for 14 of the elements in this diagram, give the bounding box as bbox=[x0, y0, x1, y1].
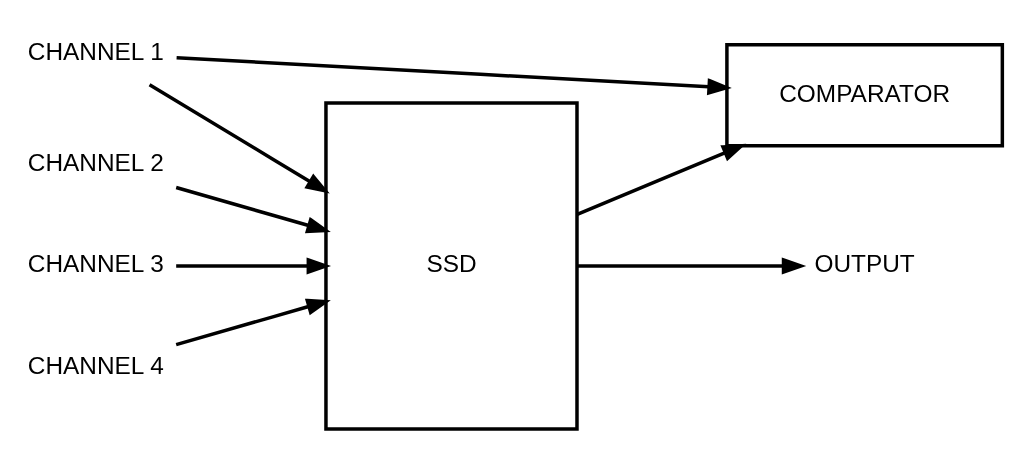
node-text: CHANNEL 2 bbox=[27, 149, 164, 177]
node-text: CHANNEL 1 bbox=[27, 37, 164, 65]
arrow bbox=[176, 257, 332, 275]
node-text: OUTPUT bbox=[814, 250, 915, 278]
arrow bbox=[148, 83, 330, 194]
arrow bbox=[576, 143, 747, 216]
arrow bbox=[175, 185, 331, 234]
arrow bbox=[577, 257, 807, 275]
node-box: COMPARATOR bbox=[725, 42, 1005, 148]
node-text: CHANNEL 3 bbox=[27, 250, 164, 278]
node-box: SSD bbox=[324, 101, 579, 431]
arrow bbox=[175, 298, 331, 347]
arrow bbox=[176, 55, 732, 96]
node-text: CHANNEL 4 bbox=[27, 351, 164, 379]
